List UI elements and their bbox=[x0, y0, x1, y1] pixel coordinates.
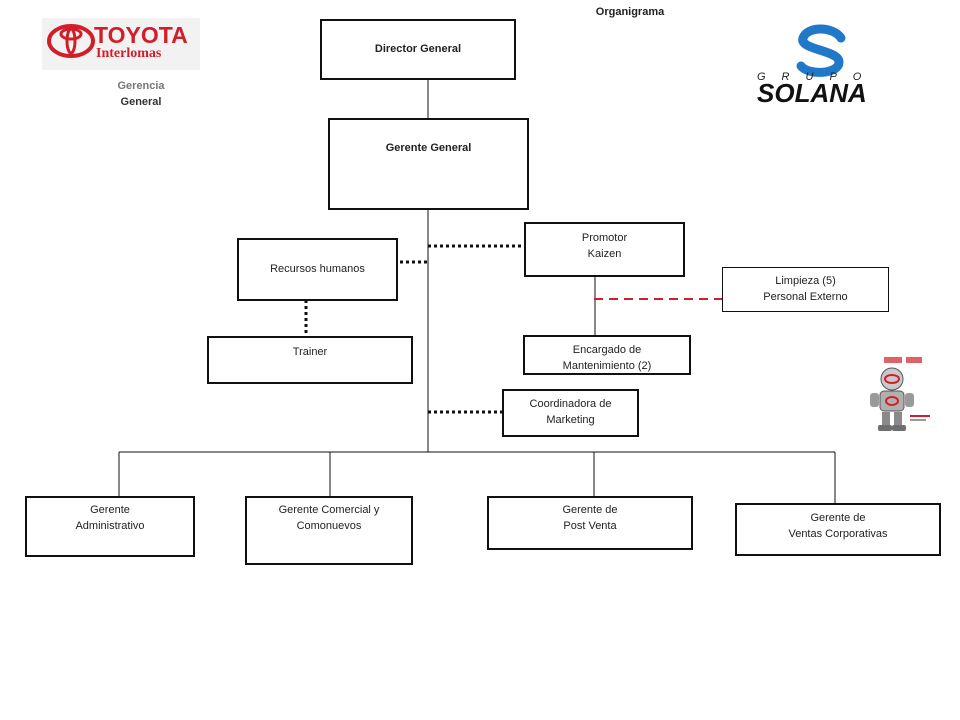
node-coordinadora-marketing: Coordinadora de Marketing bbox=[502, 389, 639, 437]
node-label-line2: Administrativo bbox=[75, 520, 145, 532]
toyota-emblem-icon bbox=[47, 24, 95, 58]
node-trainer: Trainer bbox=[207, 336, 413, 384]
node-label: Gerente General bbox=[385, 142, 472, 154]
gerencia-line2: General bbox=[120, 96, 162, 108]
toyota-interlomas-logo: TOYOTA Interlomas bbox=[42, 18, 200, 70]
node-gerente-administrativo: Gerente Administrativo bbox=[25, 496, 195, 557]
node-label-line1: Limpieza (5) bbox=[775, 275, 836, 287]
node-label-line2: Post Venta bbox=[563, 520, 617, 532]
gerencia-general-label: Gerencia General bbox=[104, 78, 178, 110]
node-label: Recursos humanos bbox=[270, 263, 365, 275]
node-gerente-post-venta: Gerente de Post Venta bbox=[487, 496, 693, 550]
solana-grupo-text: GRUPO bbox=[757, 71, 877, 83]
page-title: Organigrama bbox=[595, 6, 665, 18]
node-gerente-general: Gerente General bbox=[328, 118, 529, 210]
toyota-branch-text: Interlomas bbox=[96, 46, 162, 61]
node-label-line1: Gerente bbox=[90, 504, 130, 516]
node-label-line1: Encargado de bbox=[572, 344, 642, 356]
node-label-line1: Gerente de bbox=[810, 512, 866, 524]
node-recursos-humanos: Recursos humanos bbox=[237, 238, 398, 301]
node-gerente-ventas-corporativas: Gerente de Ventas Corporativas bbox=[735, 503, 941, 556]
node-label-line1: Gerente Comercial y bbox=[278, 504, 380, 516]
node-label-line1: Gerente de bbox=[562, 504, 618, 516]
node-label: Trainer bbox=[292, 346, 328, 358]
node-label-line2: Ventas Corporativas bbox=[788, 528, 888, 540]
node-label-line2: Marketing bbox=[546, 414, 595, 426]
node-label-line2: Mantenimiento (2) bbox=[562, 360, 652, 372]
solana-name-text: SOLANA bbox=[757, 78, 867, 106]
node-gerente-comercial: Gerente Comercial y Comonuevos bbox=[245, 496, 413, 565]
node-label-line2: Kaizen bbox=[587, 248, 622, 260]
node-encargado-mantenimiento: Encargado de Mantenimiento (2) bbox=[523, 335, 691, 375]
node-label: Director General bbox=[374, 43, 462, 55]
node-limpieza: Limpieza (5) Personal Externo bbox=[722, 267, 889, 312]
gerencia-line1: Gerencia bbox=[117, 80, 165, 92]
node-director-general: Director General bbox=[320, 19, 516, 80]
solana-s-icon: GRUPO SOLANA bbox=[757, 24, 877, 108]
node-label-line1: Promotor bbox=[581, 232, 628, 244]
node-label-line2: Comonuevos bbox=[296, 520, 362, 532]
node-promotor-kaizen: Promotor Kaizen bbox=[524, 222, 685, 277]
node-label-line2: Personal Externo bbox=[763, 291, 848, 303]
toyota-logo-text: TOYOTA bbox=[94, 22, 188, 48]
node-label-line1: Coordinadora de bbox=[529, 398, 612, 410]
robot-mascot-icon bbox=[870, 357, 930, 431]
grupo-solana-logo: GRUPO SOLANA bbox=[755, 24, 890, 108]
